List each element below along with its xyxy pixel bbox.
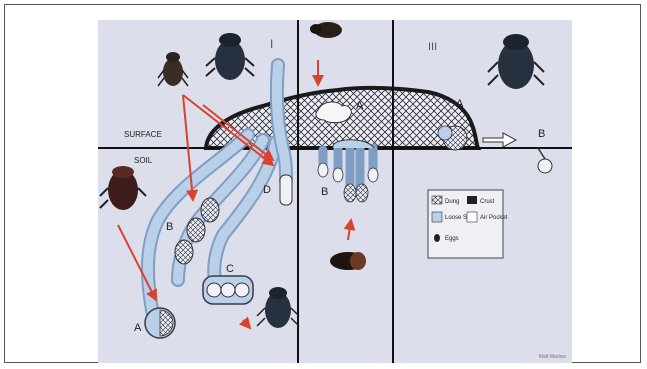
legend-swatch-crust <box>467 196 477 204</box>
label-c-left: C <box>226 263 234 275</box>
legend-swatch-eggs <box>434 234 440 242</box>
label-a-right: A <box>456 98 464 110</box>
soil-label: SOIL <box>134 156 153 165</box>
legend-label-crust: Crust <box>480 199 495 205</box>
surface-label: SURFACE <box>124 130 162 139</box>
panel-label-3: III <box>428 41 437 53</box>
legend-label-air-pocket: Air Pocket <box>480 215 508 221</box>
dung-beetle-nesting-diagram: Dung Crust Loose Soil Air Pocket Eggs I … <box>98 20 572 363</box>
image-frame: Dung Crust Loose Soil Air Pocket Eggs I … <box>4 4 641 363</box>
label-d-left: D <box>263 184 271 196</box>
label-b-left: B <box>166 221 173 233</box>
label-b-right: B <box>538 128 545 140</box>
legend: Dung Crust Loose Soil Air Pocket Eggs <box>428 190 508 258</box>
legend-swatch-air-pocket <box>467 212 477 222</box>
legend-swatch-dung <box>432 196 442 204</box>
photo-credit: Matt Marlow <box>539 354 567 360</box>
beetle-icon <box>330 252 366 270</box>
label-a-middle: A <box>356 100 364 112</box>
label-b-middle: B <box>321 186 328 198</box>
panel-label-1: I <box>270 37 273 51</box>
legend-label-eggs: Eggs <box>445 236 459 242</box>
legend-label-dung: Dung <box>445 199 459 205</box>
label-a-left: A <box>134 322 142 334</box>
legend-swatch-loose-soil <box>432 212 442 222</box>
